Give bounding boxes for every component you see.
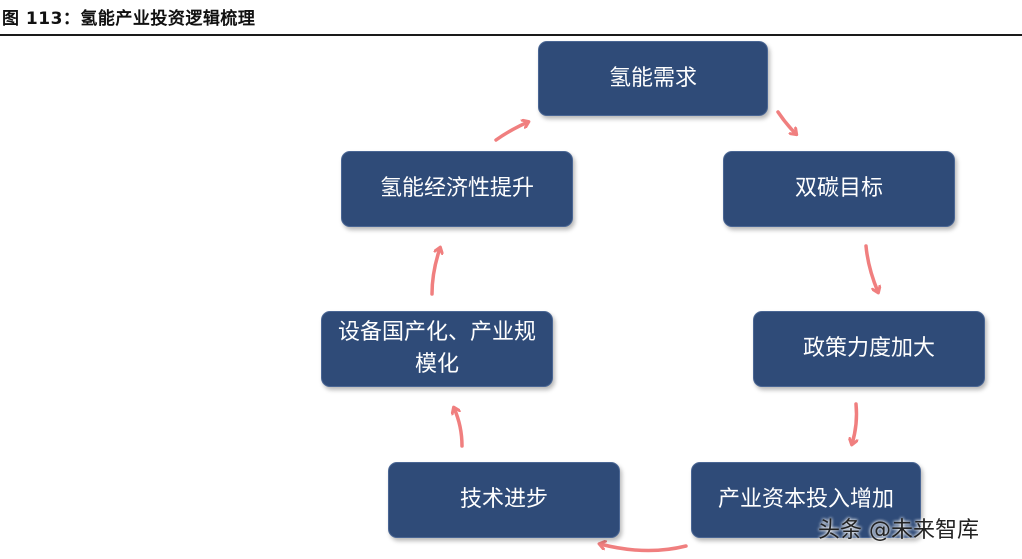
node-industrial-capital: 产业资本投入增加 <box>691 462 921 538</box>
node-hydrogen-demand: 氢能需求 <box>538 41 768 116</box>
arrow-tech-to-equipment <box>454 408 464 448</box>
arrow-equipment-to-economy <box>430 248 440 296</box>
node-hydrogen-economics-label: 氢能经济性提升 <box>379 176 534 202</box>
arrow-policy-to-capital <box>852 402 857 444</box>
node-tech-progress-label: 技术进步 <box>459 487 548 513</box>
node-dual-carbon-goal-label: 双碳目标 <box>794 176 883 202</box>
node-tech-progress: 技术进步 <box>388 462 620 538</box>
arrow-capital-to-tech <box>600 544 688 553</box>
node-equipment-localization-label: 设备国产化、产业规模化 <box>337 320 536 377</box>
node-policy-intensity: 政策力度加大 <box>753 311 985 387</box>
arrow-demand-to-carbon <box>776 110 796 134</box>
figure-title: 图 113：氢能产业投资逻辑梳理 <box>2 9 256 29</box>
node-dual-carbon-goal: 双碳目标 <box>723 151 955 227</box>
arrow-carbon-to-policy <box>864 244 878 292</box>
watermark: 头条 @未来智库 <box>818 518 979 543</box>
node-hydrogen-demand-label: 氢能需求 <box>608 65 697 91</box>
title-divider <box>0 34 1022 36</box>
node-hydrogen-economics: 氢能经济性提升 <box>341 151 573 227</box>
node-equipment-localization: 设备国产化、产业规模化 <box>321 311 553 387</box>
node-industrial-capital-label: 产业资本投入增加 <box>717 487 894 513</box>
node-policy-intensity-label: 政策力度加大 <box>802 336 935 362</box>
arrow-economy-to-demand <box>494 122 528 142</box>
